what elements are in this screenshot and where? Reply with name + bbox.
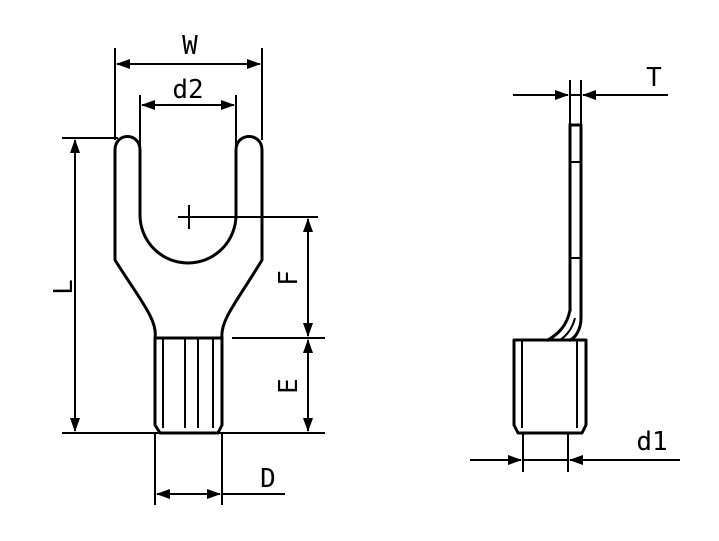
spade-outline [113,135,264,340]
side-barrel-outline [512,338,588,435]
label-f: F [274,270,304,286]
label-d2: d2 [172,75,203,105]
label-w: W [182,31,198,61]
label-d1: d1 [636,427,667,457]
label-t: T [646,63,662,93]
blade-bend [545,308,572,343]
front-view: W d2 L F E D [49,31,325,505]
label-d: D [260,464,276,494]
blade-outline [568,123,583,342]
side-view: T d1 [470,63,680,472]
label-l: L [49,279,79,295]
label-e: E [274,378,304,394]
barrel-outline [153,336,224,435]
